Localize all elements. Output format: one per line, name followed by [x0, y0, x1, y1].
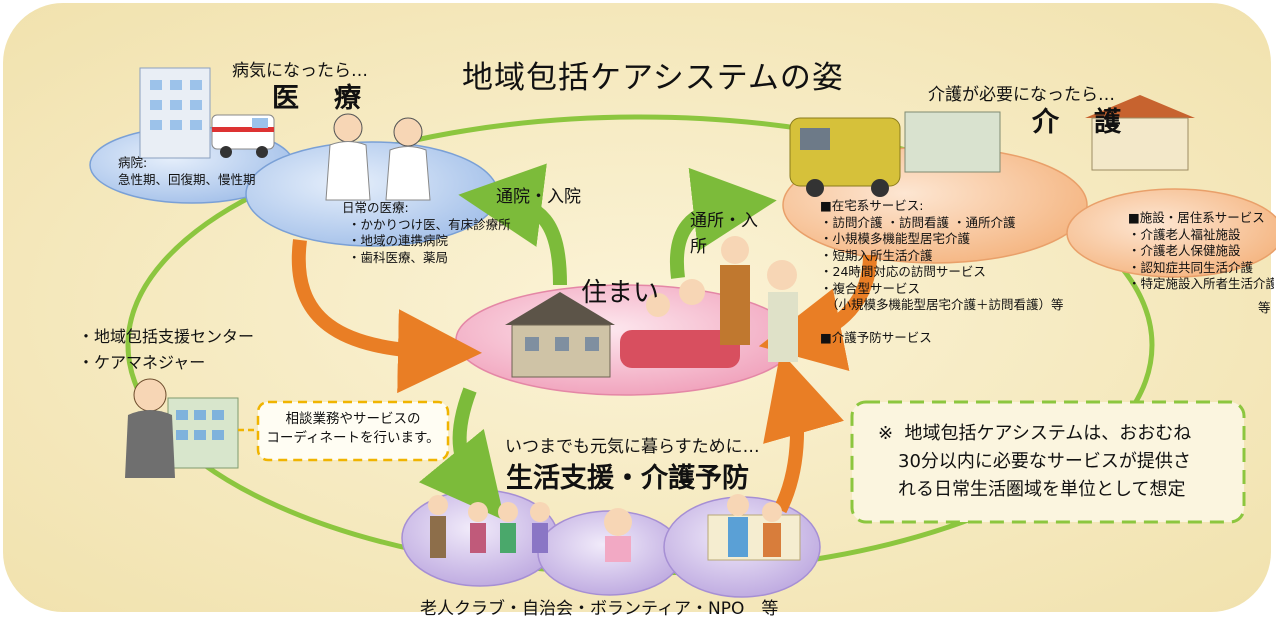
support-heading: 生活支援・介護予防 [506, 463, 749, 494]
facility-title: ■施設・居住系サービス [1128, 210, 1265, 225]
van-icon [789, 117, 901, 197]
home-care-services: ■在宅系サービス: ・訪問介護 ・訪問看護 ・通所介護 ・小規模多機能型居宅介護… [820, 198, 1064, 314]
daily-medical-item: ・歯科医療、薬局 [348, 249, 449, 265]
note-line: ※ 地域包括ケアシステムは、おおむね [878, 420, 1191, 448]
care-facility-icon [904, 95, 1195, 173]
facility-services: ■施設・居住系サービス ・介護老人福祉施設 ・介護老人保健施設 ・認知症共同生活… [1128, 210, 1274, 293]
note-mark: ※ [878, 423, 894, 444]
page-title: 地域包括ケアシステムの姿 [462, 60, 844, 96]
consult-line: 相談業務やサービスの [285, 411, 421, 427]
home-label: 住まい [581, 278, 660, 308]
care-visit-label-1: 通所・入 [690, 211, 758, 231]
arrow-care-to-home [758, 254, 877, 371]
home-care-title: ■在宅系サービス: [820, 198, 924, 213]
note-line-3: れる日常生活圏域を単位として想定 [898, 479, 1186, 500]
facility-item: ・介護老人福祉施設 [1128, 226, 1241, 242]
note-text: ※ 地域包括ケアシステムは、おおむね 30分以内に必要なサービスが提供さ れる日… [878, 420, 1191, 504]
arrow-support-to-home [763, 351, 844, 514]
hospital-detail: 急性期、回復期、慢性期 [118, 171, 256, 187]
note-line-2: 30分以内に必要なサービスが提供さ [898, 451, 1191, 472]
care-lead: 介護が必要になったら… [928, 85, 1115, 105]
care-visit-label-2: 所 [690, 237, 707, 257]
home-care-item: ・24時間対応の訪問サービス [820, 264, 986, 279]
daily-medical-item: ・かかりつけ医、有床診療所 [348, 216, 511, 232]
center-items: ・地域包括支援センター ・ケアマネジャー [78, 324, 254, 376]
hospital-title: 病院: [118, 155, 148, 170]
hospital-icon [139, 67, 211, 159]
medical-heading: 医 療 [272, 83, 365, 114]
home-care-item: ・小規模多機能型居宅介護 [820, 231, 971, 246]
facility-item: ・介護老人保健施設 [1128, 243, 1241, 258]
caregiver-icon [707, 494, 801, 561]
facility-item: ・認知症共同生活介護 [1128, 259, 1254, 275]
care-manager-icon [125, 378, 175, 478]
support-lead: いつまでも元気に暮らすために… [505, 437, 760, 457]
consult-box [256, 400, 450, 462]
arrow-medical-to-home [291, 239, 482, 394]
home-care-item: （小規模多機能型居宅介護＋訪問看護）等 [826, 297, 1064, 312]
medical-lead: 病気になったら… [232, 61, 368, 81]
ambulance-icon [211, 114, 275, 158]
care-heading: 介 護 [1032, 107, 1125, 138]
center-building-icon [167, 397, 239, 469]
support-groups: 老人クラブ・自治会・ボランティア・NPO 等 [420, 599, 779, 619]
arrow-home-to-care [669, 167, 777, 279]
facility-suffix: 等 [1258, 300, 1271, 315]
home-care-item: ・訪問介護 ・訪問看護 ・通所介護 [820, 214, 1016, 230]
family-icon [620, 236, 798, 368]
hospital-visit-label: 通院・入院 [496, 187, 581, 207]
daily-medical-item: ・地域の連携病院 [348, 233, 449, 248]
house-icon [505, 292, 615, 378]
note-line-1: 地域包括ケアシステムは、おおむね [904, 423, 1192, 444]
prevention-service: ■介護予防サービス [820, 330, 932, 345]
center-item: ・ケアマネジャー [78, 353, 206, 372]
daily-medical-label: 日常の医療: ・かかりつけ医、有床診療所 ・地域の連携病院 ・歯科医療、薬局 [342, 200, 511, 266]
hospital-label: 病院: 急性期、回復期、慢性期 [118, 155, 256, 188]
nurse-icon [385, 117, 431, 201]
note-box [850, 400, 1246, 524]
arrow-home-to-support [418, 387, 505, 521]
seniors-icon [428, 495, 632, 562]
consult-text: 相談業務やサービスの コーディネートを行います。 [262, 410, 444, 448]
consult-line: コーディネートを行います。 [266, 430, 440, 446]
facility-care-ellipse [1066, 188, 1276, 278]
doctor-icon [325, 113, 371, 201]
facility-item: ・特定施設入所者生活介護 [1128, 276, 1274, 291]
center-item: ・地域包括支援センター [78, 327, 255, 346]
daily-medical-title: 日常の医療: [342, 200, 409, 215]
arrow-home-to-medical [458, 163, 567, 286]
home-care-item: ・複合型サービス [820, 280, 921, 296]
home-care-item: ・短期入所生活介護 [820, 247, 933, 263]
